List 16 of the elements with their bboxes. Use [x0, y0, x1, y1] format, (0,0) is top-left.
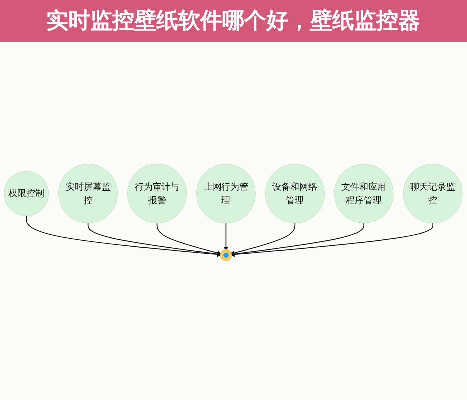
arrow — [88, 222, 222, 257]
node-circle: 实时屏幕监控 — [58, 164, 118, 224]
node-circle: 权限控制 — [4, 171, 50, 216]
node-circle: 聊天记录监控 — [403, 164, 463, 224]
node-circle: 设备和网络管理 — [265, 164, 325, 224]
node-circle: 行为审计与报警 — [128, 164, 187, 224]
node-circle — [220, 250, 232, 262]
node-circle: 上网行为管理 — [196, 164, 256, 224]
arrow — [230, 222, 434, 258]
arrow — [230, 222, 365, 257]
title-banner: 实时监控壁纸软件哪个好，壁纸监控器 — [0, 0, 467, 42]
arrow — [26, 216, 222, 258]
arrow — [224, 222, 229, 252]
node-circle: 文件和应用程序管理 — [334, 164, 394, 224]
arrow — [230, 222, 296, 256]
arrow — [156, 222, 222, 256]
